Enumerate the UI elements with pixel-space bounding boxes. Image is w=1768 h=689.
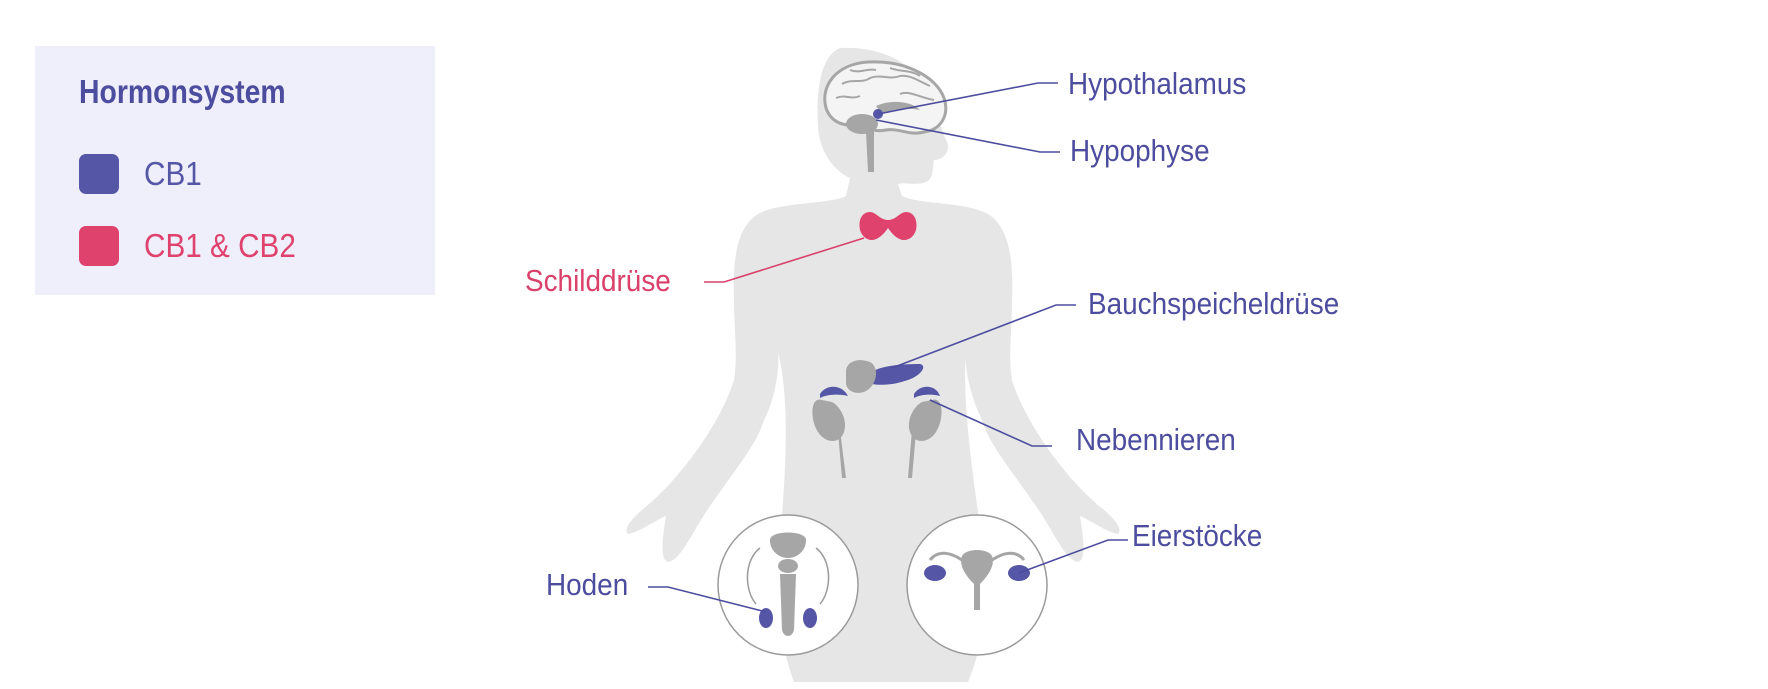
kidney-right-shape xyxy=(908,386,942,478)
legend-label-cb1-cb2: CB1 & CB2 xyxy=(144,227,296,264)
leader-eierstoecke xyxy=(1018,539,1128,574)
label-bauchspeicheldruese: Bauchspeicheldrüse xyxy=(1088,286,1340,321)
label-nebennieren: Nebennieren xyxy=(1076,422,1236,457)
female-organs-inset xyxy=(906,514,1048,656)
leader-nebennieren xyxy=(929,399,1052,447)
leader-schilddruese xyxy=(704,237,865,283)
leader-hoden xyxy=(648,586,767,613)
label-schilddruese: Schilddrüse xyxy=(525,263,671,298)
legend-label-cb1: CB1 xyxy=(144,155,202,192)
thyroid-shape xyxy=(859,212,917,240)
brain-shape xyxy=(823,60,948,135)
pancreas-shape xyxy=(846,360,924,393)
leader-hypothalamus xyxy=(877,82,1058,115)
label-eierstoecke: Eierstöcke xyxy=(1132,518,1263,553)
label-hoden: Hoden xyxy=(546,567,629,602)
leader-bauchspeicheldruese xyxy=(891,304,1076,369)
legend-box: Hormonsystem CB1 CB1 & CB2 xyxy=(35,46,435,295)
legend-swatch-cb1 xyxy=(79,154,119,194)
male-organs-inset xyxy=(717,514,859,656)
kidney-left-shape xyxy=(812,386,848,478)
label-hypophyse: Hypophyse xyxy=(1070,133,1210,168)
legend-title: Hormonsystem xyxy=(79,73,286,110)
leader-hypophyse xyxy=(875,119,1060,153)
leader-lines xyxy=(648,82,1128,613)
label-hypothalamus: Hypothalamus xyxy=(1068,66,1247,101)
legend-swatch-cb1-cb2 xyxy=(79,226,119,266)
